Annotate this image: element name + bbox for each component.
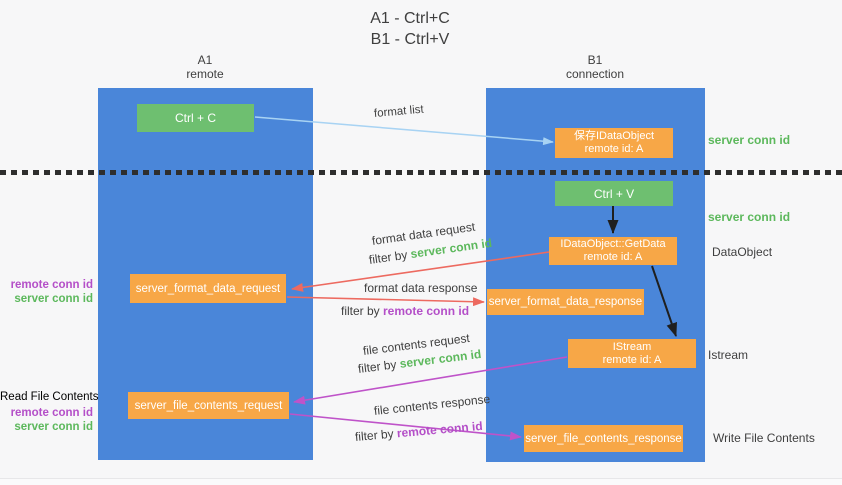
filter-by-prefix: filter by (368, 247, 412, 267)
getdata-node: IDataObject::GetData remote id: A (549, 237, 677, 265)
ctrl-v-node: Ctrl + V (555, 181, 673, 206)
remote-conn-id-value: remote conn id (383, 304, 470, 318)
istream-label: Istream (708, 348, 749, 362)
format-conn-id-labels: remote conn id server conn id (0, 278, 93, 306)
istream-line1: IStream (612, 340, 652, 353)
filter-by-prefix: filter by (354, 426, 398, 444)
format-list-label: format list (373, 103, 425, 120)
save-dataobject-line2: remote id: A (584, 143, 644, 155)
title-line-2: B1 - Ctrl+V (370, 31, 450, 48)
lane-a1-name: A1 (197, 53, 213, 67)
file-contents-response-filter-label: filter by remote conn id (354, 419, 483, 444)
getdata-line1: IDataObject::GetData (560, 238, 666, 250)
format-response-label: server_format_data_response (488, 296, 643, 308)
format-data-response-label: format data response (364, 281, 478, 295)
server-conn-id-label: server conn id (14, 293, 93, 305)
file-contents-response-label: file contents response (373, 391, 491, 418)
ctrl-c-label: Ctrl + C (174, 111, 216, 125)
istream-node: IStream remote id: A (568, 339, 696, 368)
ctrl-c-node: Ctrl + C (137, 104, 254, 132)
filter-by-prefix: filter by (341, 304, 384, 318)
istream-line2: remote id: A (602, 353, 662, 366)
remote-conn-id-label: remote conn id (10, 279, 93, 291)
lane-b1-role: connection (565, 67, 625, 81)
save-dataobject-line1: 保存IDataObject (573, 130, 655, 142)
file-response-node: server_file_contents_response (524, 425, 683, 452)
dotted-divider (0, 170, 842, 175)
lane-header-b1: B1 connection (535, 53, 655, 81)
lane-b1-name: B1 (587, 53, 603, 67)
save-dataobject-node: 保存IDataObject remote id: A (555, 128, 673, 158)
format-response-node: server_format_data_response (487, 289, 644, 315)
format-data-response-filter-label: filter by remote conn id (341, 304, 469, 318)
diagram-title: A1 - Ctrl+C B1 - Ctrl+V (320, 8, 500, 50)
dataobject-label: DataObject (712, 245, 773, 259)
file-request-node: server_file_contents_request (128, 392, 289, 419)
format-data-response-arrow (286, 296, 485, 307)
title-line-1: A1 - Ctrl+C (370, 10, 450, 27)
lane-header-a1: A1 remote (145, 53, 265, 81)
server-conn-id-label: server conn id (14, 421, 93, 433)
bottom-edge (0, 478, 842, 485)
getdata-line2: remote id: A (583, 251, 643, 263)
remote-conn-id-label: remote conn id (10, 407, 93, 419)
lane-a1-role: remote (186, 67, 224, 81)
ctrl-v-label: Ctrl + V (593, 186, 635, 201)
format-request-label: server_format_data_request (135, 282, 281, 295)
write-file-contents-label: Write File Contents (713, 431, 815, 445)
read-file-contents-label: Read File Contents (0, 391, 99, 403)
remote-conn-id-value: remote conn id (396, 418, 484, 441)
file-response-label: server_file_contents_response (525, 432, 682, 445)
filter-by-prefix: filter by (357, 356, 401, 376)
server-conn-id-top-label: server conn id (708, 133, 791, 147)
format-request-node: server_format_data_request (130, 274, 286, 303)
file-conn-id-labels: remote conn id server conn id (0, 406, 93, 434)
server-conn-id-mid-label: server conn id (708, 210, 791, 224)
file-request-label: server_file_contents_request (134, 399, 283, 412)
